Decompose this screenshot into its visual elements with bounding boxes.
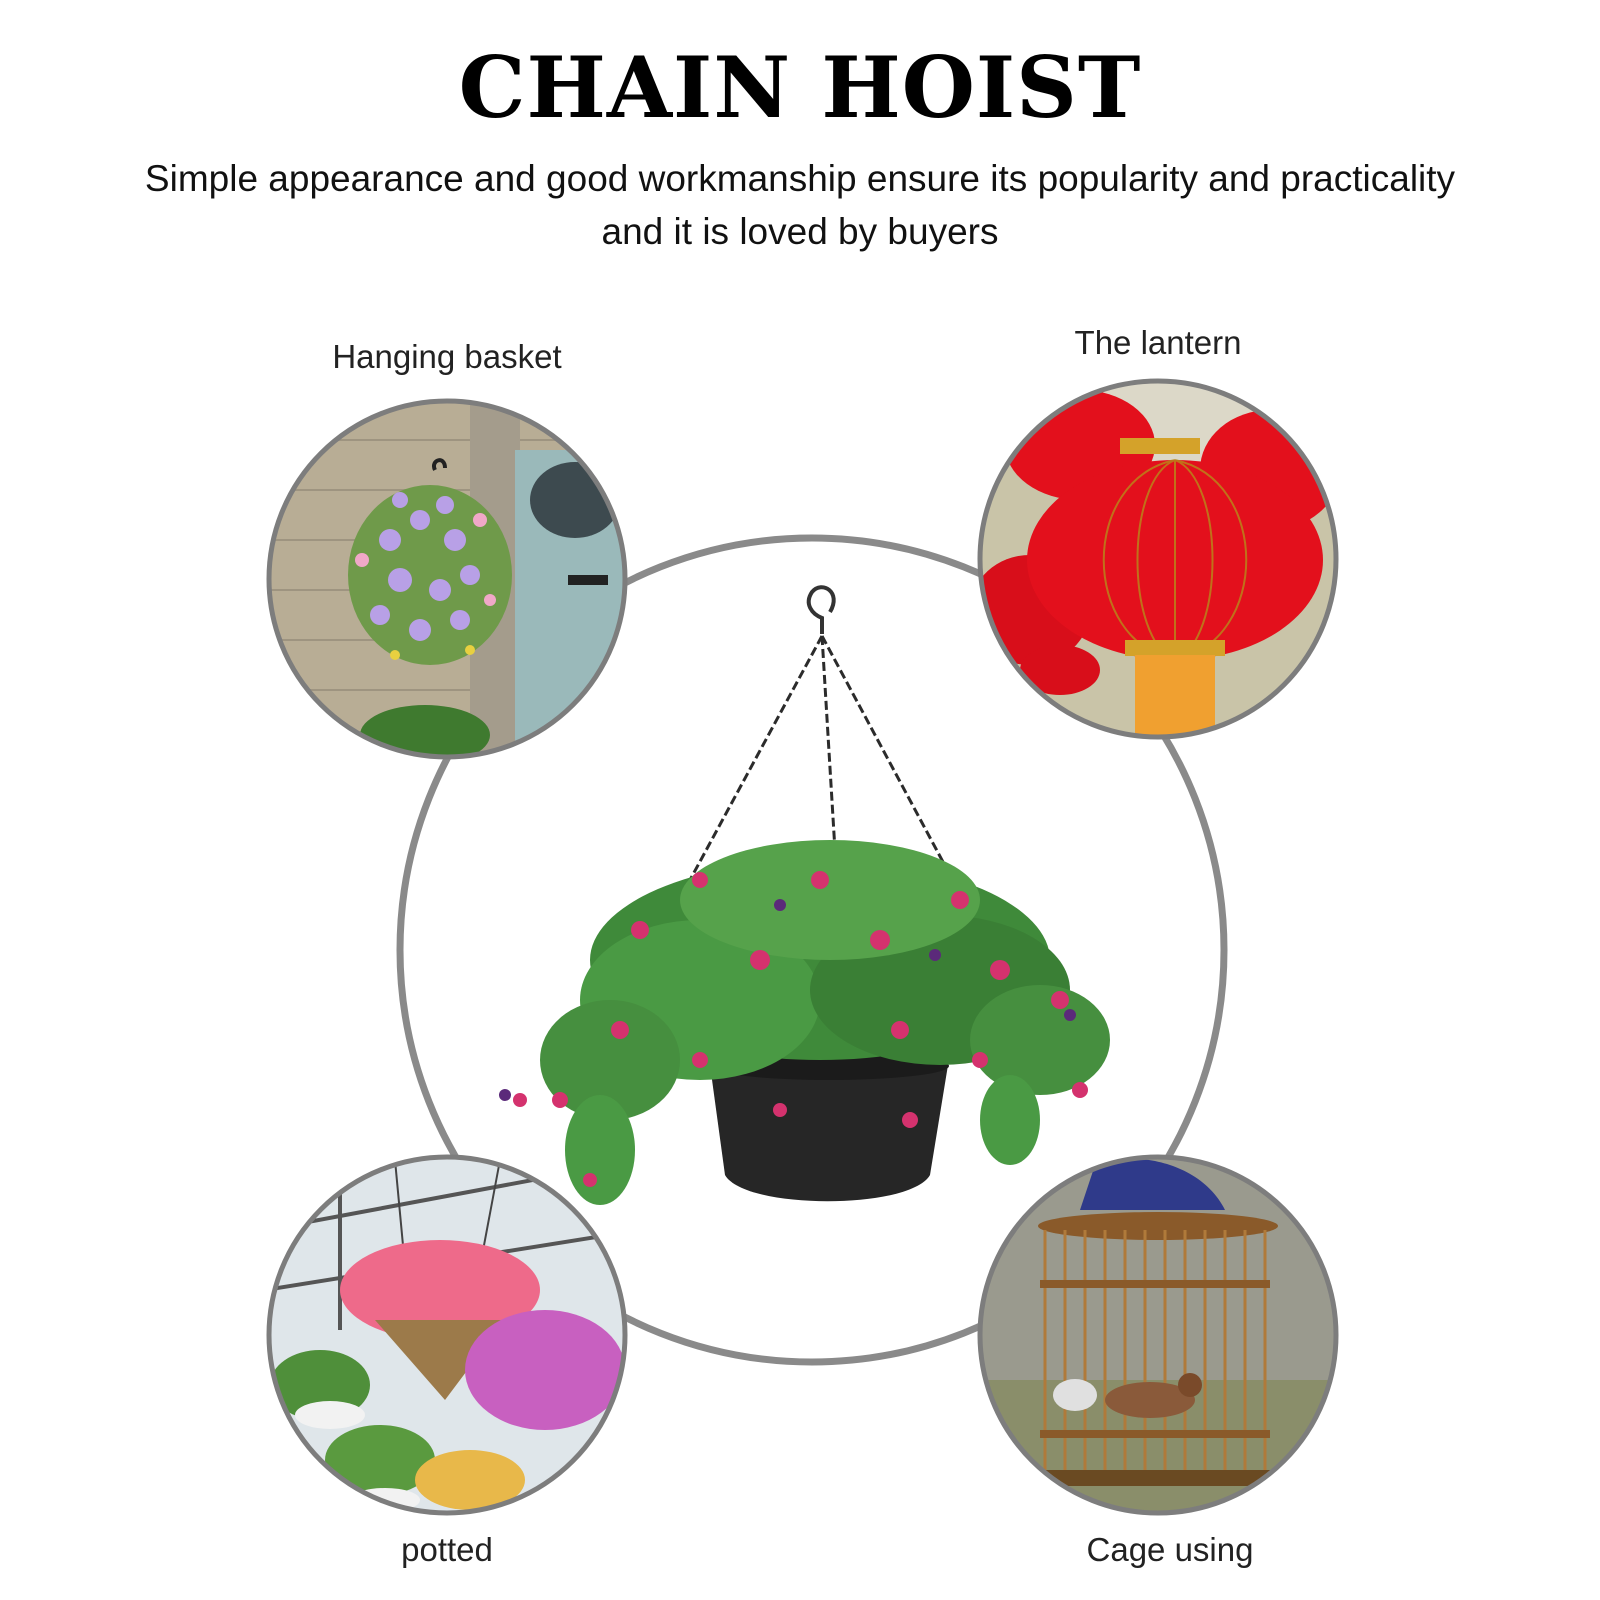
label-hanging-basket: Hanging basket: [332, 338, 562, 375]
page-subtitle: Simple appearance and good workmanship e…: [80, 152, 1520, 258]
label-potted: potted: [401, 1531, 493, 1568]
use-circle-frame-3: [266, 1154, 628, 1516]
central-ring: [396, 534, 1228, 1366]
label-cage-using: Cage using: [1086, 1531, 1254, 1568]
s-hook: [806, 585, 836, 634]
page-title: CHAIN HOIST: [458, 38, 1142, 137]
use-circle-frame-1: [266, 398, 628, 760]
use-circle-frame-4: [977, 1154, 1339, 1516]
lantern-image: [980, 381, 1336, 737]
hanging-basket-image: [269, 401, 625, 757]
hanging-chains: [688, 635, 952, 901]
use-circle-frame-2: [977, 378, 1339, 740]
label-lantern: The lantern: [1074, 324, 1242, 361]
fuchsia-flowers: [513, 871, 1088, 1187]
subtitle-line-2: and it is loved by buyers: [601, 211, 999, 252]
planter-pot: [710, 1065, 948, 1202]
potted-image: [269, 1157, 625, 1513]
subtitle-line-1: Simple appearance and good workmanship e…: [144, 158, 1456, 199]
hanging-planter-image: [499, 585, 1110, 1205]
